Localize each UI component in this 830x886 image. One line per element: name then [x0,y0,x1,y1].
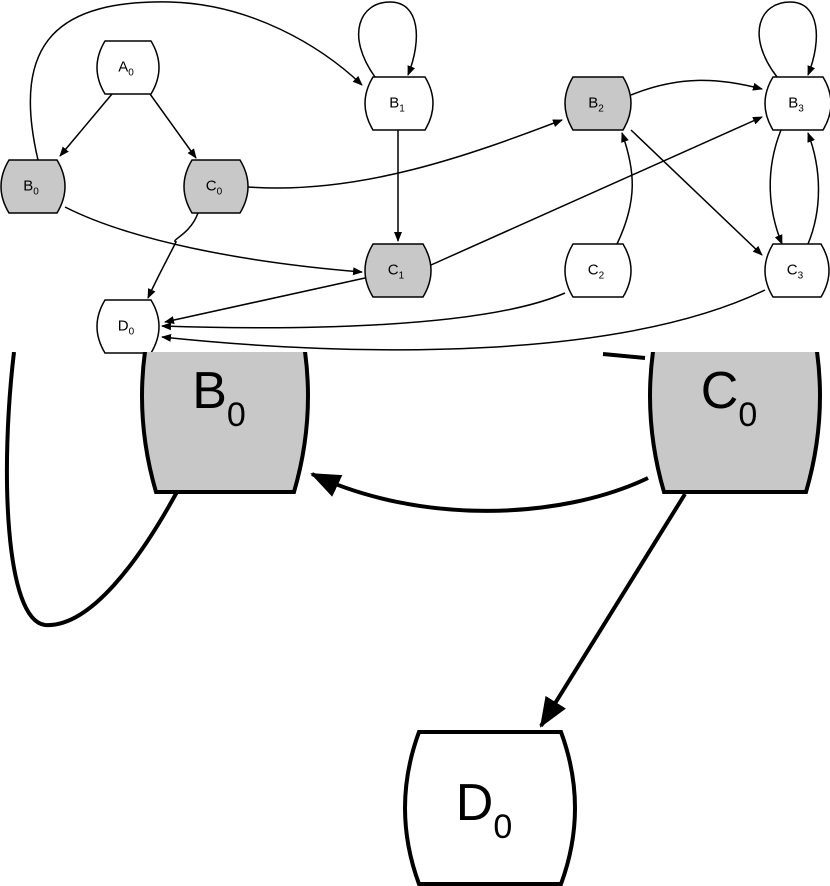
node-label: C2 [588,262,605,282]
node-subscript: 2 [599,271,605,282]
node-a0: A0 [96,40,160,95]
node-letter: B [389,95,399,112]
node-letter: B [23,178,33,195]
node-shape [764,243,830,298]
node-letter: D [456,774,494,832]
node-shape [183,159,249,214]
node-subscript: 0 [217,187,223,198]
node-shape [96,40,160,95]
node-subscript: 2 [598,104,604,115]
node-label: C1 [388,262,405,282]
edge-c1-b3 [430,116,763,266]
node-subscript: 0 [227,396,246,434]
node-subscript: 0 [738,396,757,434]
edge-c0-b2 [247,119,563,189]
node-c1: C1 [364,243,432,298]
node-letter: A [118,59,128,76]
node-shape [564,76,632,131]
edge-c0-d0 [147,212,199,299]
edge-loop-b0 [4,352,180,628]
node-subscript: 0 [128,68,134,79]
edge-b2-c3 [630,129,763,256]
node-label: C3 [787,262,804,282]
edge-fragment-c0 [602,352,646,360]
edge-b2-b3 [630,79,763,96]
node-letter: B [192,362,227,420]
node-label: B0 [192,362,246,434]
node-subscript: 0 [129,327,135,338]
node-letter: B [588,95,598,112]
node-shape [140,352,310,494]
node-shape [364,76,434,131]
edge-b0-b1 [29,1,363,161]
node-label: C0 [701,362,757,434]
edge-a0-b0 [59,93,113,157]
node-d0: D0 [96,299,160,354]
node-letter: C [206,178,217,195]
node-shape [564,243,632,298]
node-letter: C [588,262,599,279]
node-subscript: 3 [798,271,804,282]
node-subscript: 3 [798,104,804,115]
node-letter: C [701,362,739,420]
node-c0: C0 [183,159,249,214]
node-label: B2 [588,95,604,115]
node-label: D0 [118,318,135,338]
node-b2: B2 [564,76,632,131]
node-letter: D [118,318,129,335]
node-shape [764,76,830,131]
node-letter: B [788,95,798,112]
node-label: D0 [456,774,512,846]
node-label: C0 [206,178,223,198]
node-letter: C [388,262,399,279]
edge-b0-c1 [64,206,363,276]
edge-c1-d0 [164,277,366,324]
node-subscript: 0 [493,808,512,846]
node-label: A0 [118,59,134,79]
edge-zoom-c0-b0 [310,472,649,513]
node-b0: B0 [140,352,310,494]
edge-c3-d0 [161,289,766,351]
edge-zoom-c0-d0 [539,492,687,728]
node-label: B1 [389,95,405,115]
node-subscript: 1 [399,271,405,282]
edge-c3-b3 [807,132,820,245]
node-d0: D0 [403,730,577,886]
node-b0: B0 [0,159,66,214]
node-b3: B3 [764,76,830,131]
edge-a0-c0 [149,93,197,159]
node-label: B0 [23,178,39,198]
node-shape [648,352,822,494]
edge-b3-c3 [769,129,783,245]
edge-b1-b1 [357,1,418,78]
node-subscript: 0 [33,187,39,198]
edge-c2-d0 [161,292,566,331]
node-shape [403,730,577,886]
node-label: B3 [788,95,804,115]
node-subscript: 1 [399,104,405,115]
node-c2: C2 [564,243,632,298]
node-shape [364,243,432,298]
node-b1: B1 [364,76,434,131]
edge-c2-b2 [616,132,633,245]
node-shape [0,159,66,214]
edge-b3-b3 [758,1,818,78]
node-letter: C [787,262,798,279]
node-c0: C0 [648,352,822,494]
node-c3: C3 [764,243,830,298]
